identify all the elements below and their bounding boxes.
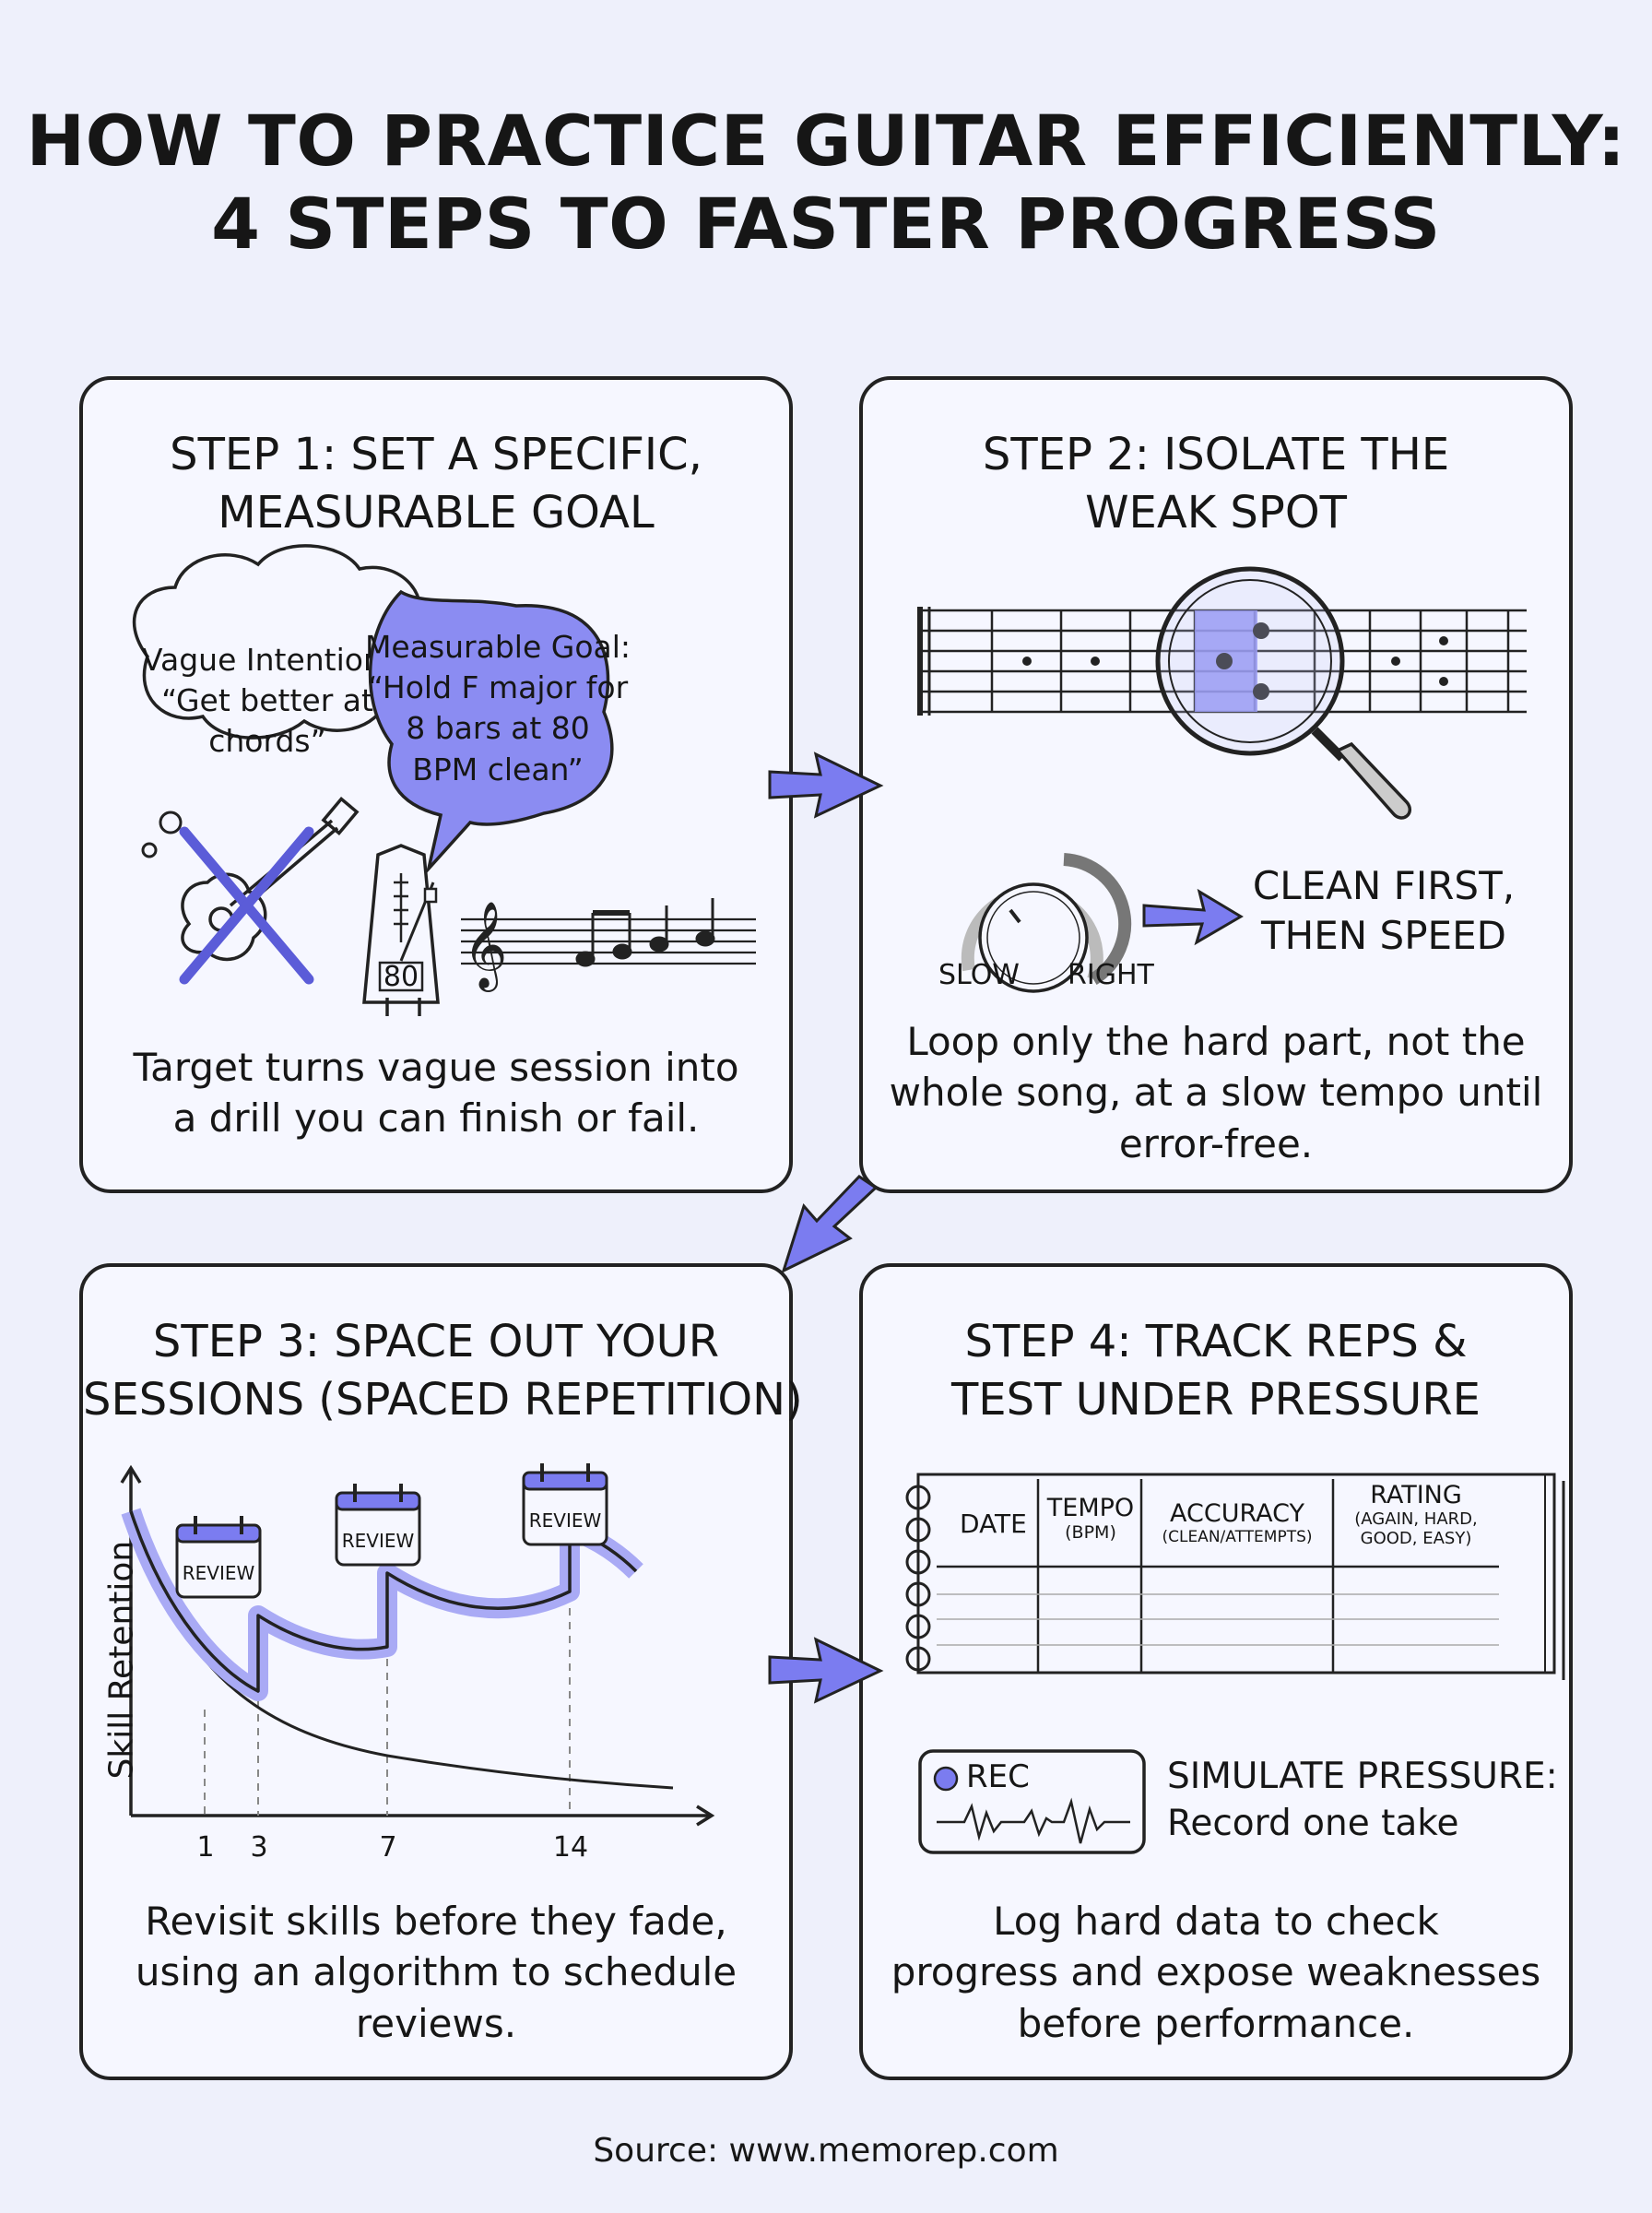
step1-title-line-1: STEP 1: SET A SPECIFIC, — [170, 429, 702, 480]
day-tick-7: 7 — [379, 1831, 397, 1864]
clean-line-2: THEN SPEED — [1261, 912, 1506, 958]
step3-title-line-2: SESSIONS (SPACED REPETITION) — [83, 1374, 803, 1426]
vague-line-3: chords” — [208, 723, 326, 760]
step4-panel: STEP 4: TRACK REPS & TEST UNDER PRESSURE… — [859, 1263, 1573, 2080]
goal-line-4: BPM clean” — [412, 751, 584, 787]
step4-title: STEP 4: TRACK REPS & TEST UNDER PRESSURE — [863, 1313, 1569, 1430]
step2-title-line-2: WEAK SPOT — [1085, 487, 1347, 539]
speech-bubble-icon — [368, 589, 614, 875]
step1-caption-line-1: Target turns vague session into — [133, 1045, 739, 1090]
goal-line-3: 8 bars at 80 — [406, 710, 590, 747]
page-title: HOW TO PRACTICE GUITAR EFFICIENTLY: 4 ST… — [0, 100, 1652, 265]
step4-caption: Log hard data to check progress and expo… — [881, 1896, 1551, 2049]
table-header-accuracy: ACCURACY (CLEAN/ATTEMPTS) — [1141, 1499, 1333, 1546]
step3-title: STEP 3: SPACE OUT YOUR SESSIONS (SPACED … — [83, 1313, 803, 1430]
fretboard-icon — [917, 566, 1527, 820]
tempo-label: TEMPO — [1046, 1494, 1135, 1522]
knob-right-label: RIGHT — [1068, 959, 1154, 991]
day-tick-14: 14 — [552, 1831, 589, 1864]
measurable-goal-text: Measurable Goal: “Hold F major for 8 bar… — [360, 627, 636, 790]
page-title-line-1: HOW TO PRACTICE GUITAR EFFICIENTLY: — [26, 100, 1626, 182]
metronome-value: 80 — [383, 961, 419, 993]
arrow-right-icon — [1142, 888, 1244, 946]
step2-caption-line-1: Loop only the hard part, not the — [906, 1019, 1526, 1064]
table-header-date: DATE — [960, 1509, 1027, 1539]
arrow-step2-to-step3-icon — [781, 1175, 879, 1273]
step4-caption-line-2: progress and expose weaknesses — [891, 1949, 1541, 1995]
accuracy-label: ACCURACY — [1170, 1499, 1304, 1528]
recorder-icon — [918, 1749, 1146, 1854]
review-label: REVIEW — [528, 1509, 602, 1532]
calendar-icon — [335, 1484, 421, 1567]
step2-caption-line-2: whole song, at a slow tempo until — [889, 1070, 1543, 1116]
step3-caption-line-3: reviews. — [355, 2000, 517, 2046]
arrow-step3-to-step4-icon — [768, 1637, 884, 1704]
pressure-line-1: SIMULATE PRESSURE: — [1167, 1756, 1558, 1797]
calendar-icon — [175, 1516, 262, 1599]
clean-line-1: CLEAN FIRST, — [1252, 863, 1516, 908]
step2-caption-line-3: error-free. — [1118, 1120, 1314, 1166]
pressure-text: SIMULATE PRESSURE: Record one take — [1167, 1754, 1558, 1847]
step4-caption-line-3: before performance. — [1017, 2000, 1415, 2046]
clean-first-text: CLEAN FIRST, THEN SPEED — [1236, 861, 1531, 961]
vague-line-2: “Get better at — [161, 682, 373, 719]
step4-title-line-2: TEST UNDER PRESSURE — [950, 1374, 1481, 1426]
step3-title-line-1: STEP 3: SPACE OUT YOUR — [152, 1316, 720, 1367]
table-header-tempo: TEMPO (BPM) — [1041, 1494, 1140, 1543]
step3-caption-line-1: Revisit skills before they fade, — [145, 1899, 727, 1944]
thought-cloud-icon — [132, 544, 431, 858]
metronome-icon — [362, 844, 440, 1016]
crossed-guitar-icon — [179, 796, 360, 985]
pressure-line-2: Record one take — [1167, 1802, 1459, 1844]
step4-title-line-1: STEP 4: TRACK REPS & — [964, 1316, 1468, 1367]
step2-panel: STEP 2: ISOLATE THE WEAK SPOT — [859, 376, 1573, 1193]
table-header-rating: RATING (AGAIN, HARD, GOOD, EASY) — [1333, 1481, 1499, 1548]
step3-caption: Revisit skills before they fade, using a… — [101, 1896, 771, 2049]
step4-caption-line-1: Log hard data to check — [993, 1899, 1439, 1944]
rating-label: RATING — [1370, 1481, 1462, 1509]
rating-sub-label-1: (AGAIN, HARD, — [1354, 1509, 1478, 1529]
knob-slow-label: SLOW — [938, 959, 1020, 991]
day-tick-1: 1 — [196, 1831, 215, 1864]
day-tick-3: 3 — [250, 1831, 268, 1864]
vague-line-1: Vague Intention: — [141, 642, 394, 678]
page-title-line-2: 4 STEPS TO FASTER PROGRESS — [211, 182, 1441, 265]
step1-caption: Target turns vague session into a drill … — [101, 1042, 771, 1144]
step1-panel: STEP 1: SET A SPECIFIC, MEASURABLE GOAL … — [79, 376, 793, 1193]
retention-chart — [120, 1463, 715, 1827]
tempo-sub-label: (BPM) — [1065, 1522, 1116, 1543]
arrow-step1-to-step2-icon — [768, 751, 884, 819]
step2-title: STEP 2: ISOLATE THE WEAK SPOT — [863, 426, 1569, 543]
calendar-icon — [522, 1463, 608, 1546]
step2-title-line-1: STEP 2: ISOLATE THE — [982, 429, 1450, 480]
step2-caption: Loop only the hard part, not the whole s… — [881, 1016, 1551, 1169]
music-notes-icon: 𝄞 — [461, 898, 756, 992]
step1-title: STEP 1: SET A SPECIFIC, MEASURABLE GOAL — [83, 426, 789, 543]
svg-text:𝄞: 𝄞 — [463, 901, 507, 992]
step3-caption-line-2: using an algorithm to schedule — [135, 1949, 738, 1995]
step1-caption-line-2: a drill you can finish or fail. — [172, 1095, 700, 1142]
speed-knob-icon — [961, 853, 1132, 993]
notebook-icon — [905, 1473, 1565, 1680]
goal-line-1: Measurable Goal: — [364, 629, 631, 665]
rec-label: REC — [966, 1758, 1030, 1795]
chart-y-label: Skill Retention — [102, 1540, 141, 1780]
step3-panel: STEP 3: SPACE OUT YOUR SESSIONS (SPACED … — [79, 1263, 803, 2080]
step1-title-line-2: MEASURABLE GOAL — [218, 487, 655, 539]
source-credit: Source: www.memorep.com — [593, 2132, 1059, 2170]
rating-sub-label-2: GOOD, EASY) — [1360, 1529, 1472, 1548]
vague-intention-text: Vague Intention: “Get better at chords” — [129, 640, 406, 763]
accuracy-sub-label: (CLEAN/ATTEMPTS) — [1162, 1528, 1313, 1546]
review-label: REVIEW — [182, 1562, 255, 1584]
goal-line-2: “Hold F major for — [367, 669, 629, 706]
review-label: REVIEW — [341, 1530, 415, 1552]
